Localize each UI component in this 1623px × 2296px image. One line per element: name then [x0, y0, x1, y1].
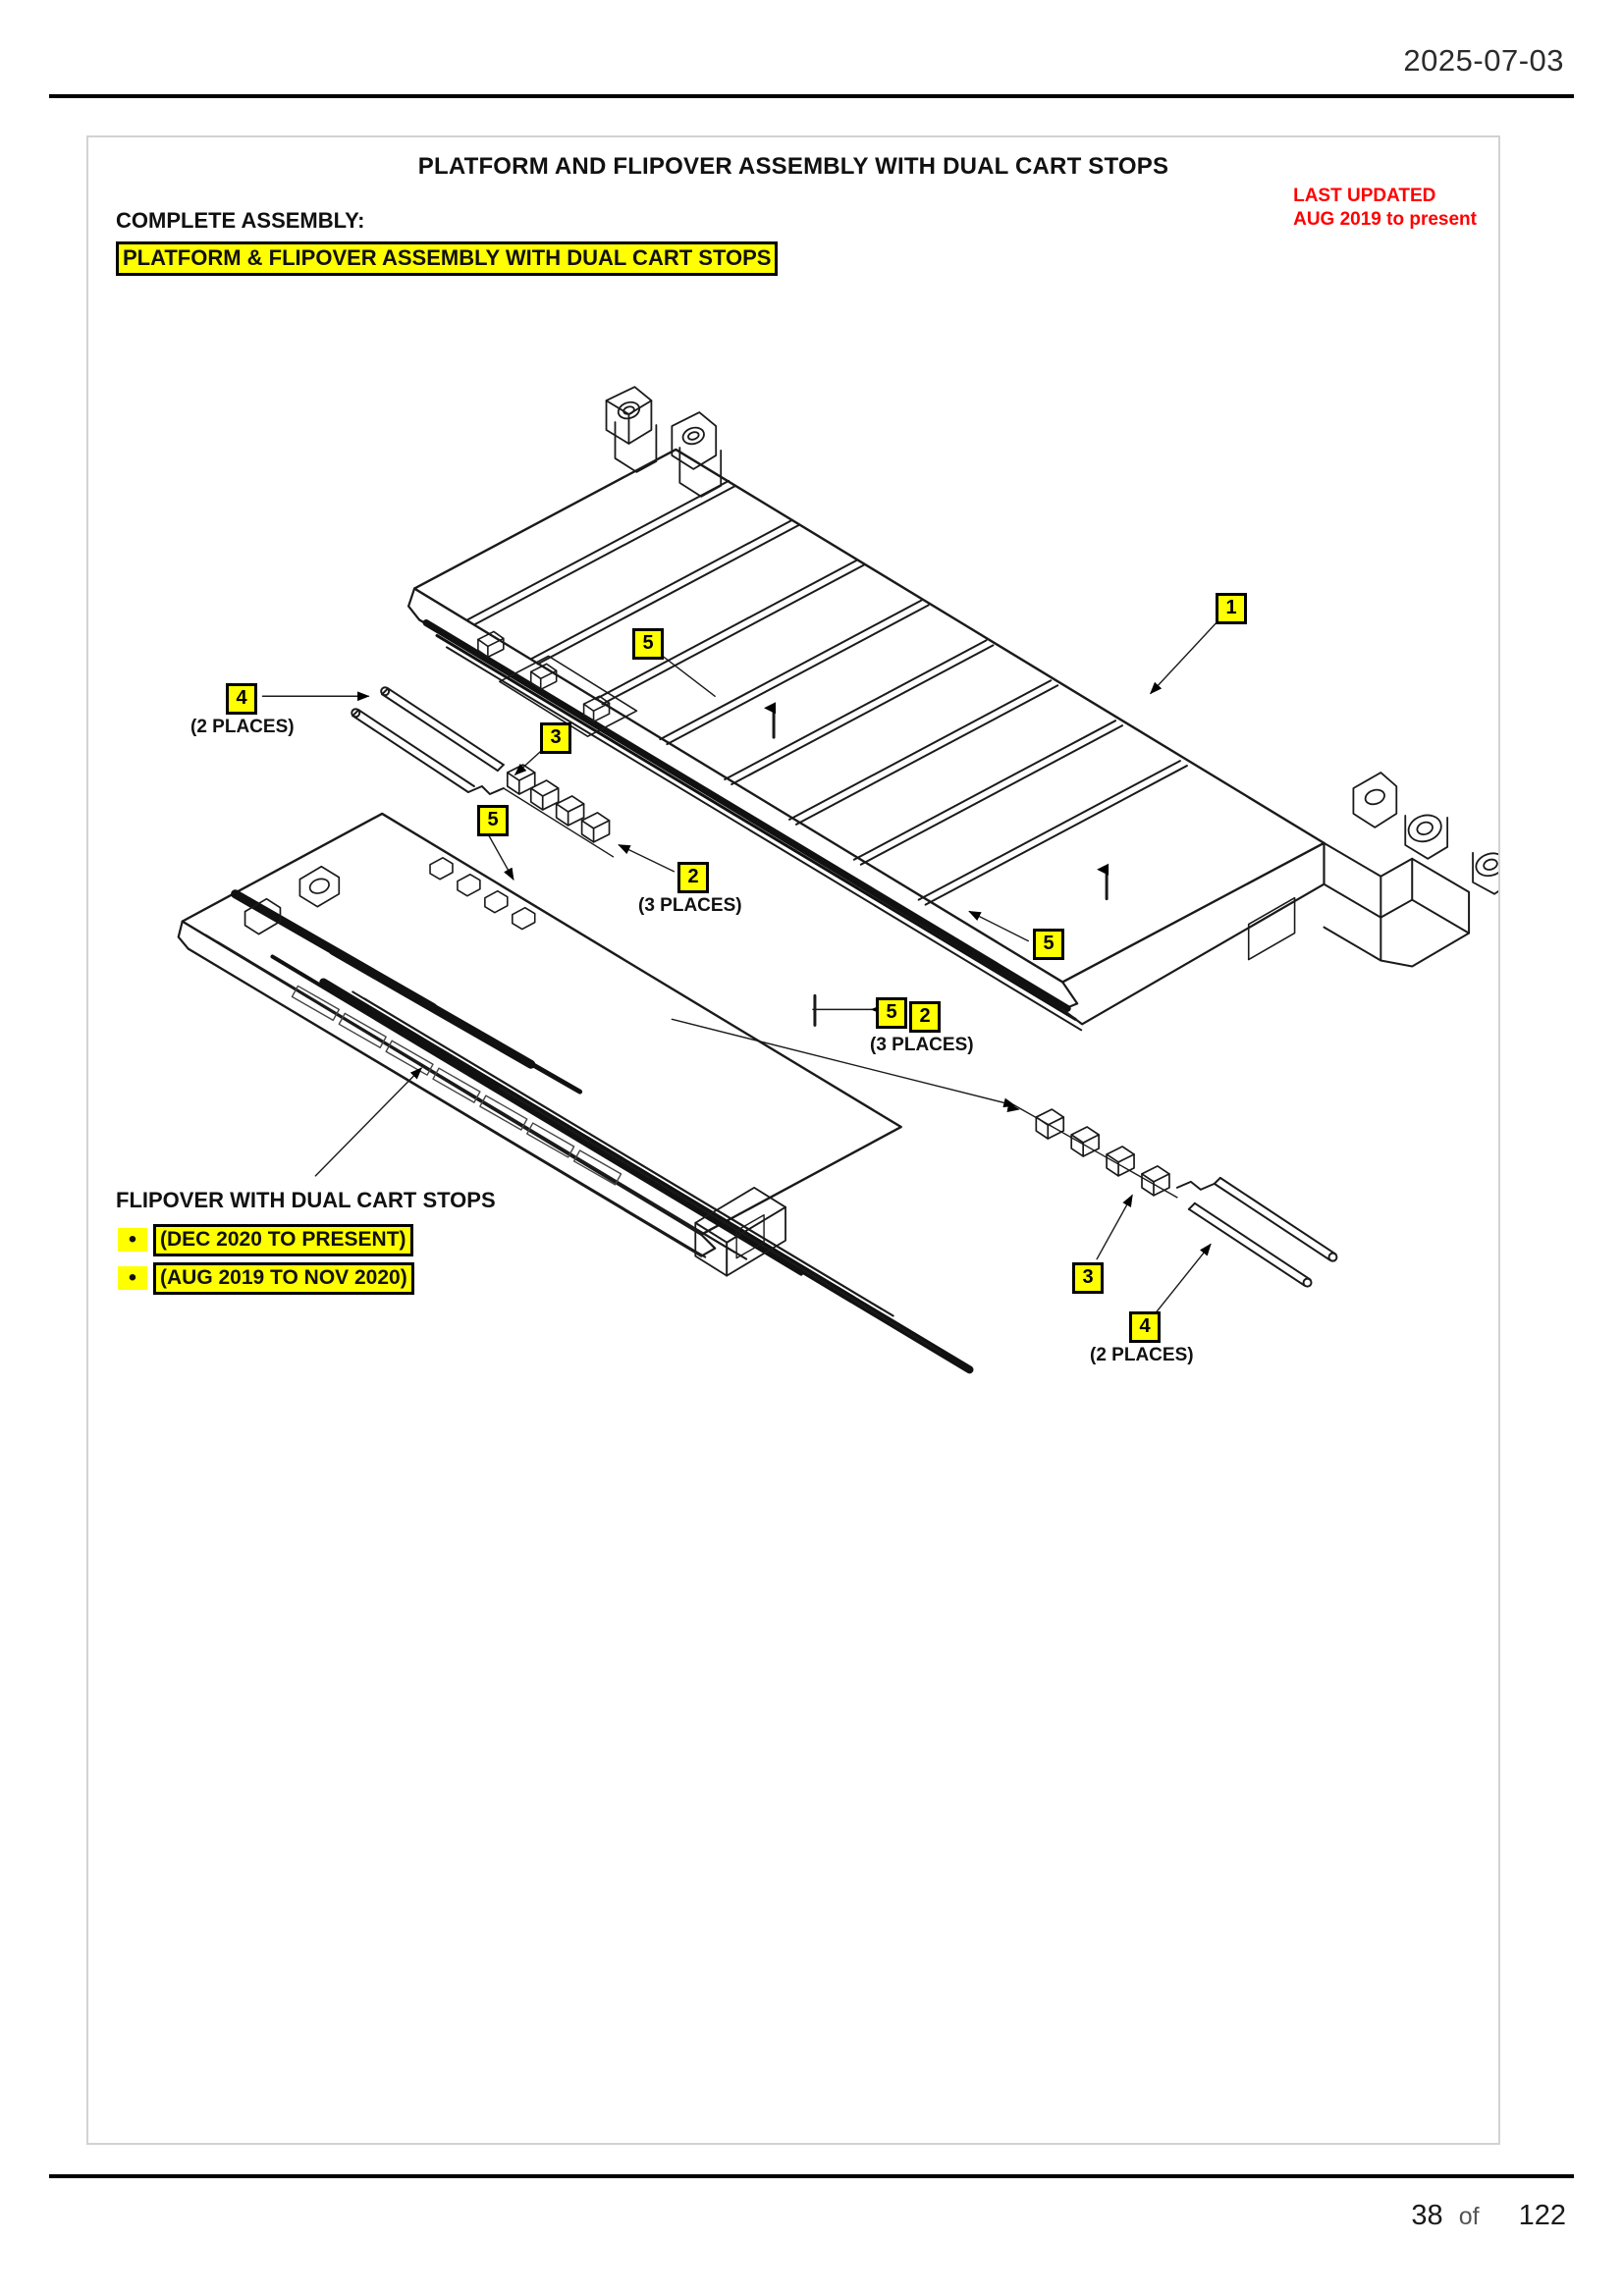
header-rule	[49, 94, 1574, 98]
callout-3-upper[interactable]: 3	[540, 722, 571, 754]
callout-5-platform-left[interactable]: 5	[632, 628, 664, 660]
callout-2-lower-note: (3 PLACES)	[870, 1035, 974, 1055]
callout-5-flipover[interactable]: 5	[876, 997, 907, 1029]
bullet-icon: •	[118, 1228, 147, 1252]
page-header: 2025-07-03	[49, 29, 1574, 98]
current-page-number: 38	[1411, 2200, 1443, 2231]
total-page-count: 122	[1518, 2200, 1566, 2231]
page-footer: 38 of 122	[49, 2174, 1574, 2263]
sheet-title: PLATFORM AND FLIPOVER ASSEMBLY WITH DUAL…	[417, 153, 1169, 180]
complete-assembly-value-wrap: PLATFORM & FLIPOVER ASSEMBLY WITH DUAL C…	[116, 241, 779, 276]
flipover-variant-label: (DEC 2020 TO PRESENT)	[153, 1223, 413, 1256]
header-date: 2025-07-03	[1403, 43, 1564, 78]
callout-4-lower-note: (2 PLACES)	[1090, 1345, 1194, 1365]
callout-2-upper[interactable]: 2	[677, 862, 709, 893]
list-item: • (DEC 2020 TO PRESENT)	[118, 1223, 628, 1256]
callout-4-lower[interactable]: 4	[1129, 1311, 1161, 1343]
page-of-label: of	[1458, 2203, 1480, 2230]
callout-3-lower[interactable]: 3	[1072, 1262, 1104, 1294]
callout-4-upper-note: (2 PLACES)	[190, 717, 295, 737]
flipover-variant-list: • (DEC 2020 TO PRESENT) • (AUG 2019 TO N…	[118, 1223, 628, 1302]
callout-5-upper-left[interactable]: 5	[477, 805, 509, 836]
page-indicator: 38 of 122	[1411, 2200, 1566, 2232]
footer-rule	[49, 2174, 1574, 2178]
flipover-variant-label: (AUG 2019 TO NOV 2020)	[153, 1261, 414, 1295]
flipover-caption: FLIPOVER WITH DUAL CART STOPS	[116, 1188, 496, 1212]
exploded-assembly-drawing	[177, 386, 1498, 1374]
complete-assembly-label: COMPLETE ASSEMBLY:	[116, 208, 365, 233]
callout-2-lower[interactable]: 2	[909, 1001, 941, 1033]
callout-1-platform[interactable]: 1	[1216, 593, 1247, 624]
callout-5-platform-lower[interactable]: 5	[1033, 929, 1064, 960]
last-updated-note: LAST UPDATED AUG 2019 to present	[1293, 185, 1477, 232]
callout-2-upper-note: (3 PLACES)	[638, 895, 742, 916]
callout-4-upper[interactable]: 4	[226, 683, 257, 715]
last-updated-line-2: AUG 2019 to present	[1293, 208, 1477, 230]
complete-assembly-value: PLATFORM & FLIPOVER ASSEMBLY WITH DUAL C…	[116, 241, 779, 276]
drawing-sheet-frame: PLATFORM AND FLIPOVER ASSEMBLY WITH DUAL…	[86, 135, 1500, 2145]
bullet-icon: •	[118, 1266, 147, 1290]
last-updated-line-1: LAST UPDATED	[1293, 186, 1436, 206]
list-item: • (AUG 2019 TO NOV 2020)	[118, 1261, 628, 1295]
